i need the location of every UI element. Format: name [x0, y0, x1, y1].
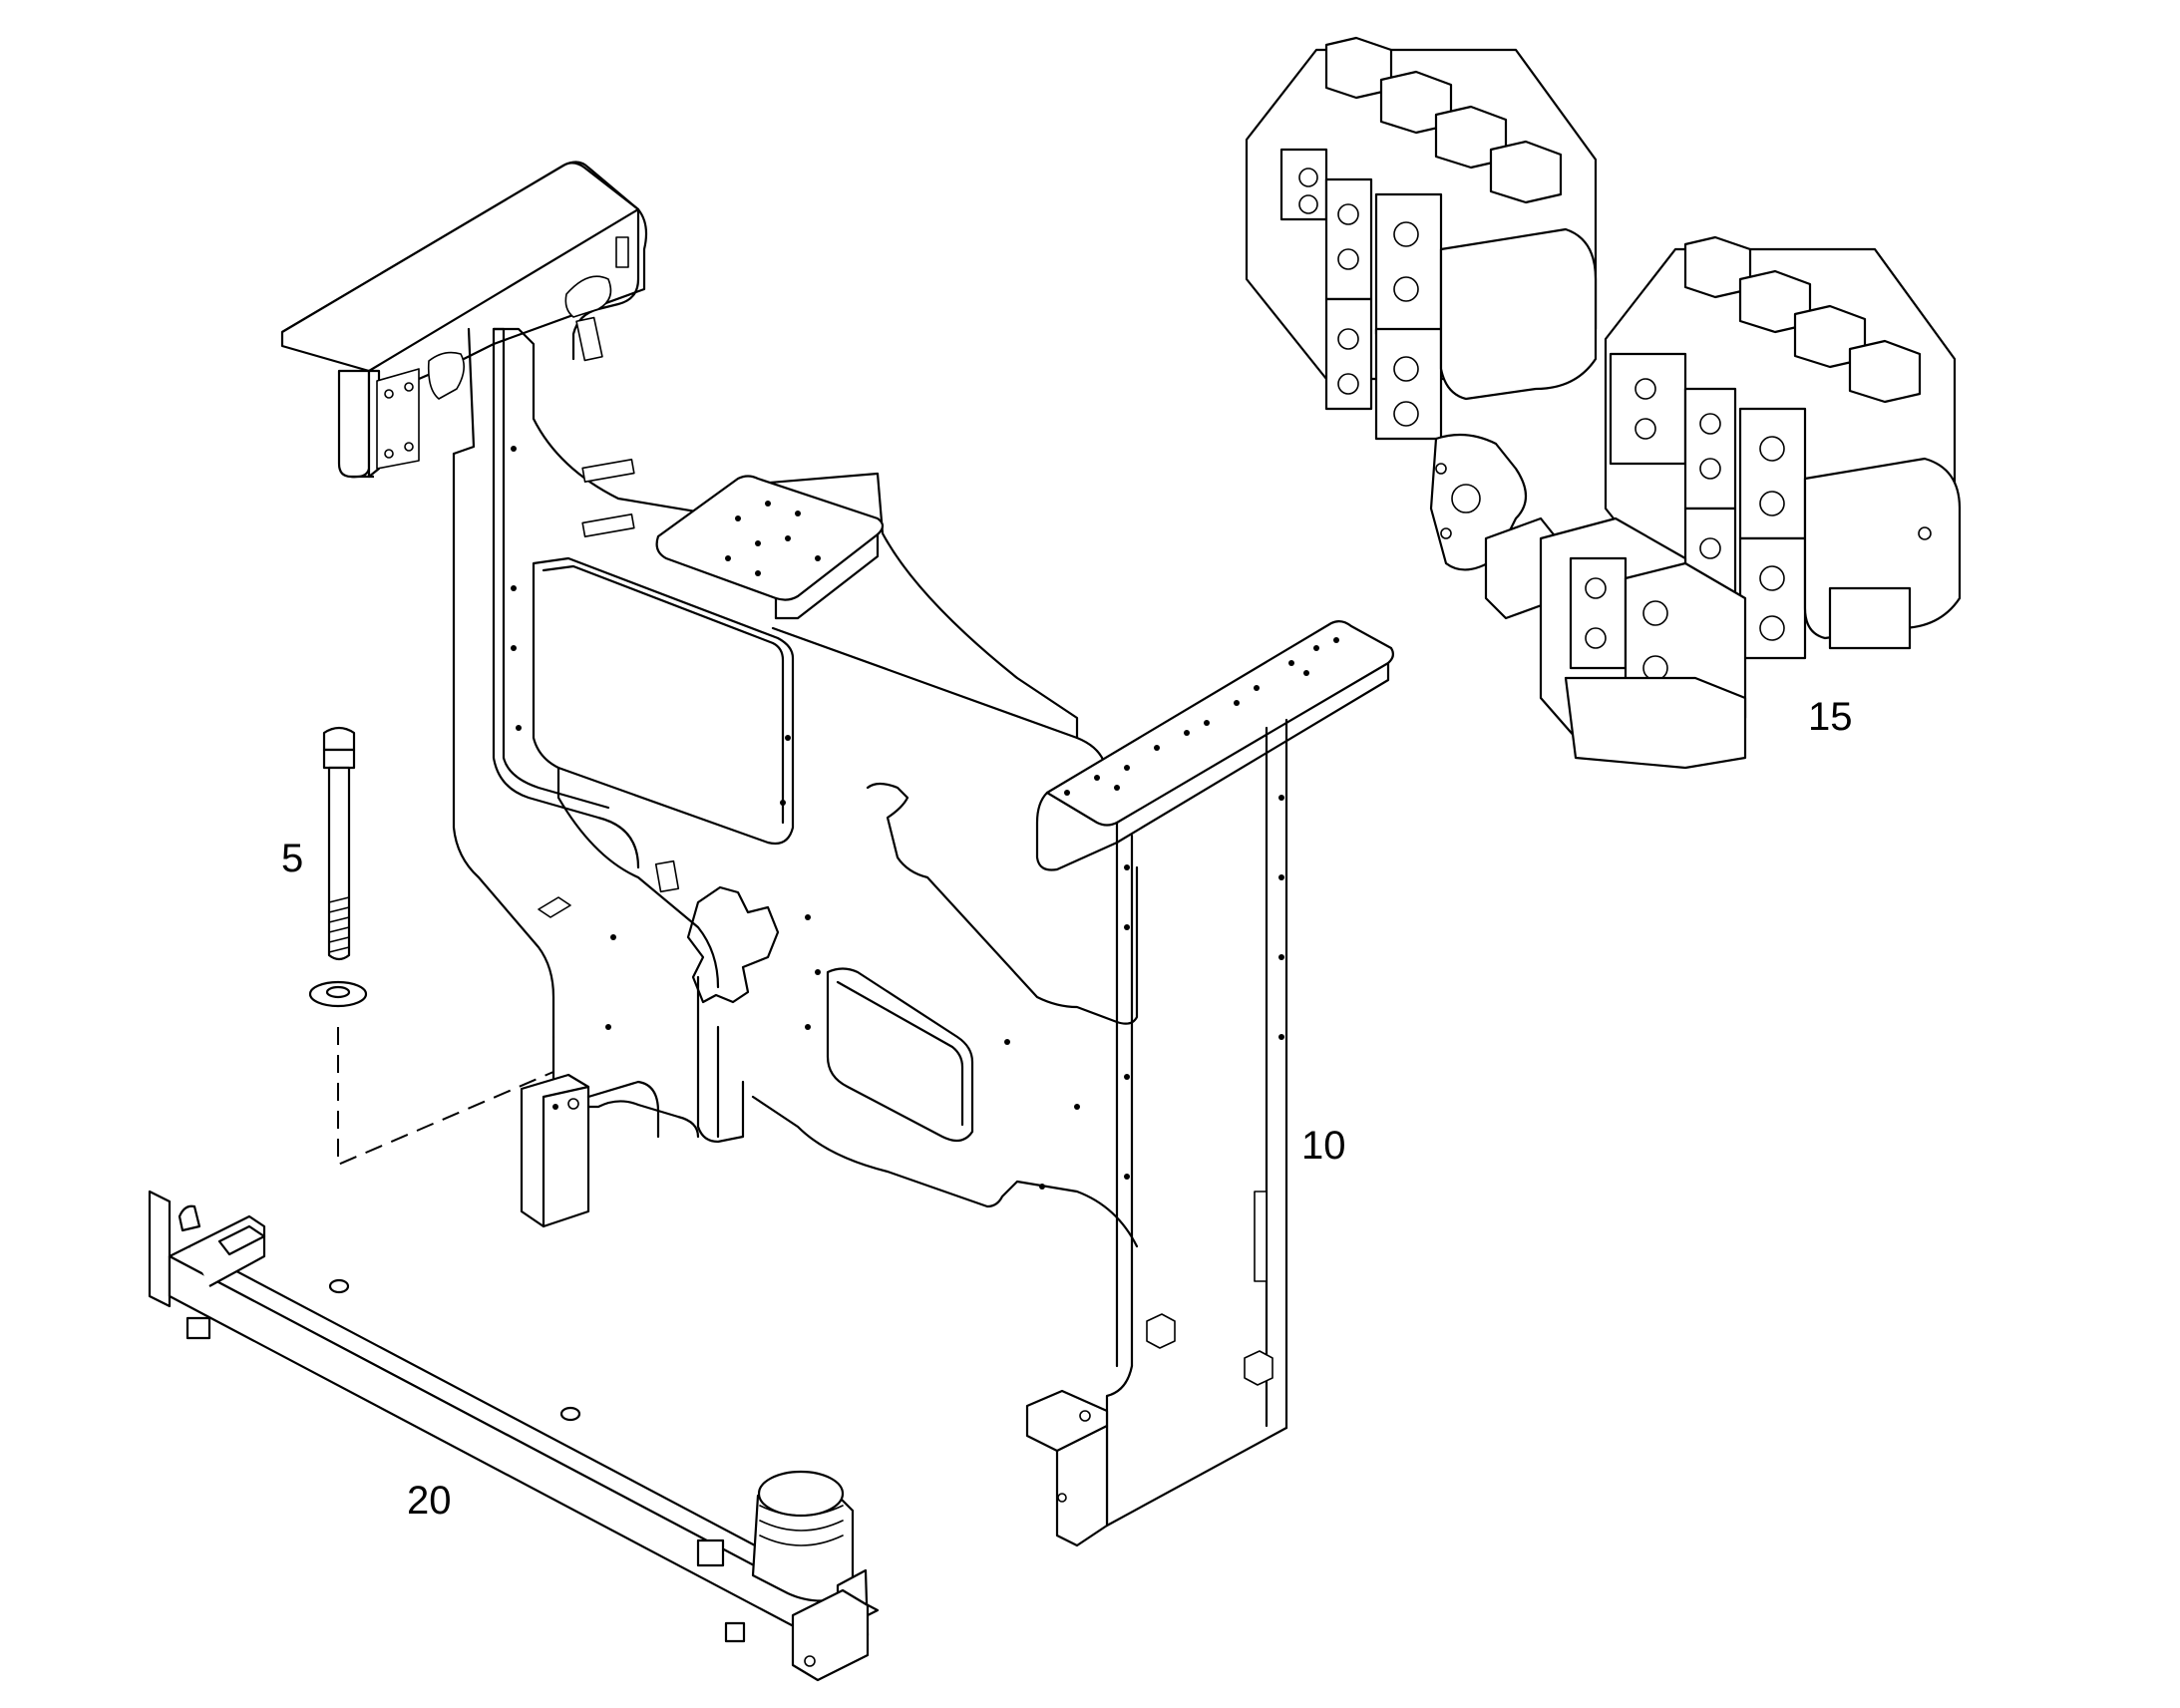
bolt-and-washer: [308, 726, 368, 1008]
callout-frame: 10: [1301, 1124, 1346, 1168]
frame-assembly: [280, 161, 1395, 1547]
crossbar-assembly: [148, 1190, 880, 1682]
callout-valve: 15: [1808, 695, 1853, 739]
callout-crossbar: 20: [407, 1479, 452, 1523]
valve-assembly: [1245, 36, 1962, 770]
assembly-leader-line: [337, 1027, 554, 1167]
callout-bolt: 5: [281, 837, 303, 880]
